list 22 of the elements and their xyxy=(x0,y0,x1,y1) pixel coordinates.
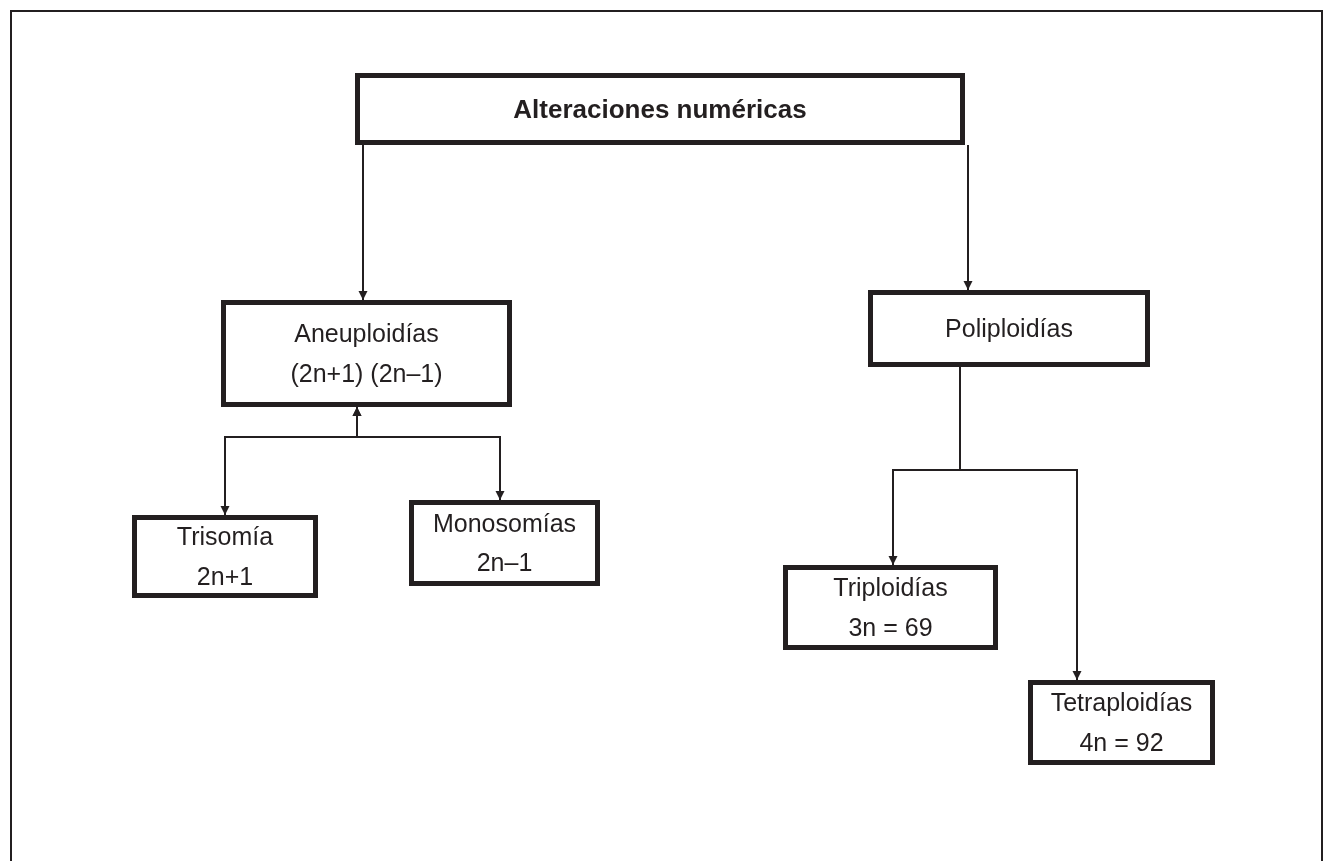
box-label: (2n+1) (2n–1) xyxy=(290,357,443,389)
process-box xyxy=(1028,680,1215,765)
box-label: Trisomía xyxy=(176,521,274,553)
process-box xyxy=(868,290,1150,367)
process-box xyxy=(783,565,998,650)
box-label: Triploidías xyxy=(833,572,948,604)
process-box xyxy=(132,515,318,598)
box-label: Aneuploidías xyxy=(294,318,439,350)
arrow xyxy=(963,144,973,291)
box-label: Monosomías xyxy=(432,507,577,539)
box-label: 2n+1 xyxy=(196,560,254,592)
process-box xyxy=(221,300,512,407)
box-label: 2n–1 xyxy=(476,547,533,578)
process-box xyxy=(355,73,965,145)
box-label: 3n = 69 xyxy=(848,611,933,643)
arrow xyxy=(358,144,368,301)
box-label: Tetraploidías xyxy=(1050,687,1193,719)
box-label: Poliploidías xyxy=(945,312,1073,344)
box-label: Alteraciones numéricas xyxy=(513,92,807,126)
process-box xyxy=(409,500,600,586)
box-label: 4n = 92 xyxy=(1079,726,1164,758)
arrow xyxy=(352,406,505,501)
